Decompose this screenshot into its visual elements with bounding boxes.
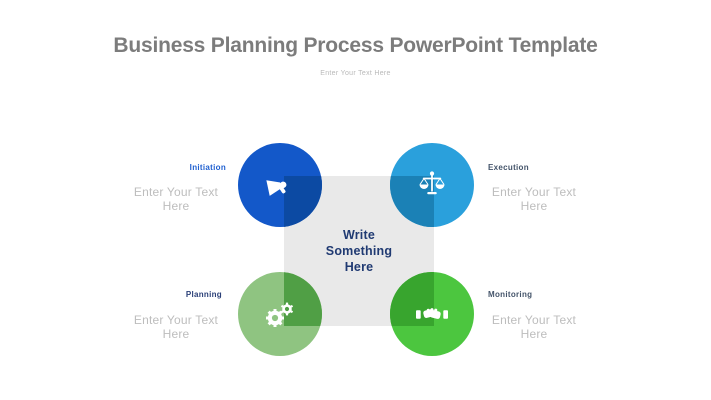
placeholder-planning[interactable]: Enter Your Text Here bbox=[133, 313, 219, 341]
label-planning[interactable]: Planning bbox=[185, 290, 222, 299]
center-text[interactable]: Write Something Here bbox=[325, 228, 393, 274]
label-execution[interactable]: Execution bbox=[488, 163, 529, 172]
slide-subtitle[interactable]: Enter Your Text Here bbox=[320, 70, 391, 77]
placeholder-execution[interactable]: Enter Your Text Here bbox=[491, 185, 577, 213]
circle-initiation-overlap bbox=[284, 176, 322, 227]
placeholder-initiation[interactable]: Enter Your Text Here bbox=[133, 185, 219, 213]
scales-icon bbox=[390, 143, 474, 227]
handshake-icon bbox=[390, 272, 474, 356]
circle-execution[interactable] bbox=[390, 143, 474, 227]
label-monitoring[interactable]: Monitoring bbox=[488, 290, 533, 299]
megaphone-icon bbox=[238, 143, 322, 227]
circle-monitoring[interactable] bbox=[390, 272, 474, 356]
gears-icon bbox=[238, 272, 322, 356]
placeholder-monitoring[interactable]: Enter Your Text Here bbox=[491, 313, 577, 341]
circle-initiation[interactable] bbox=[238, 143, 322, 227]
label-initiation[interactable]: Initiation bbox=[189, 163, 226, 172]
circle-planning[interactable] bbox=[238, 272, 322, 356]
slide-title[interactable]: Business Planning Process PowerPoint Tem… bbox=[113, 34, 598, 57]
